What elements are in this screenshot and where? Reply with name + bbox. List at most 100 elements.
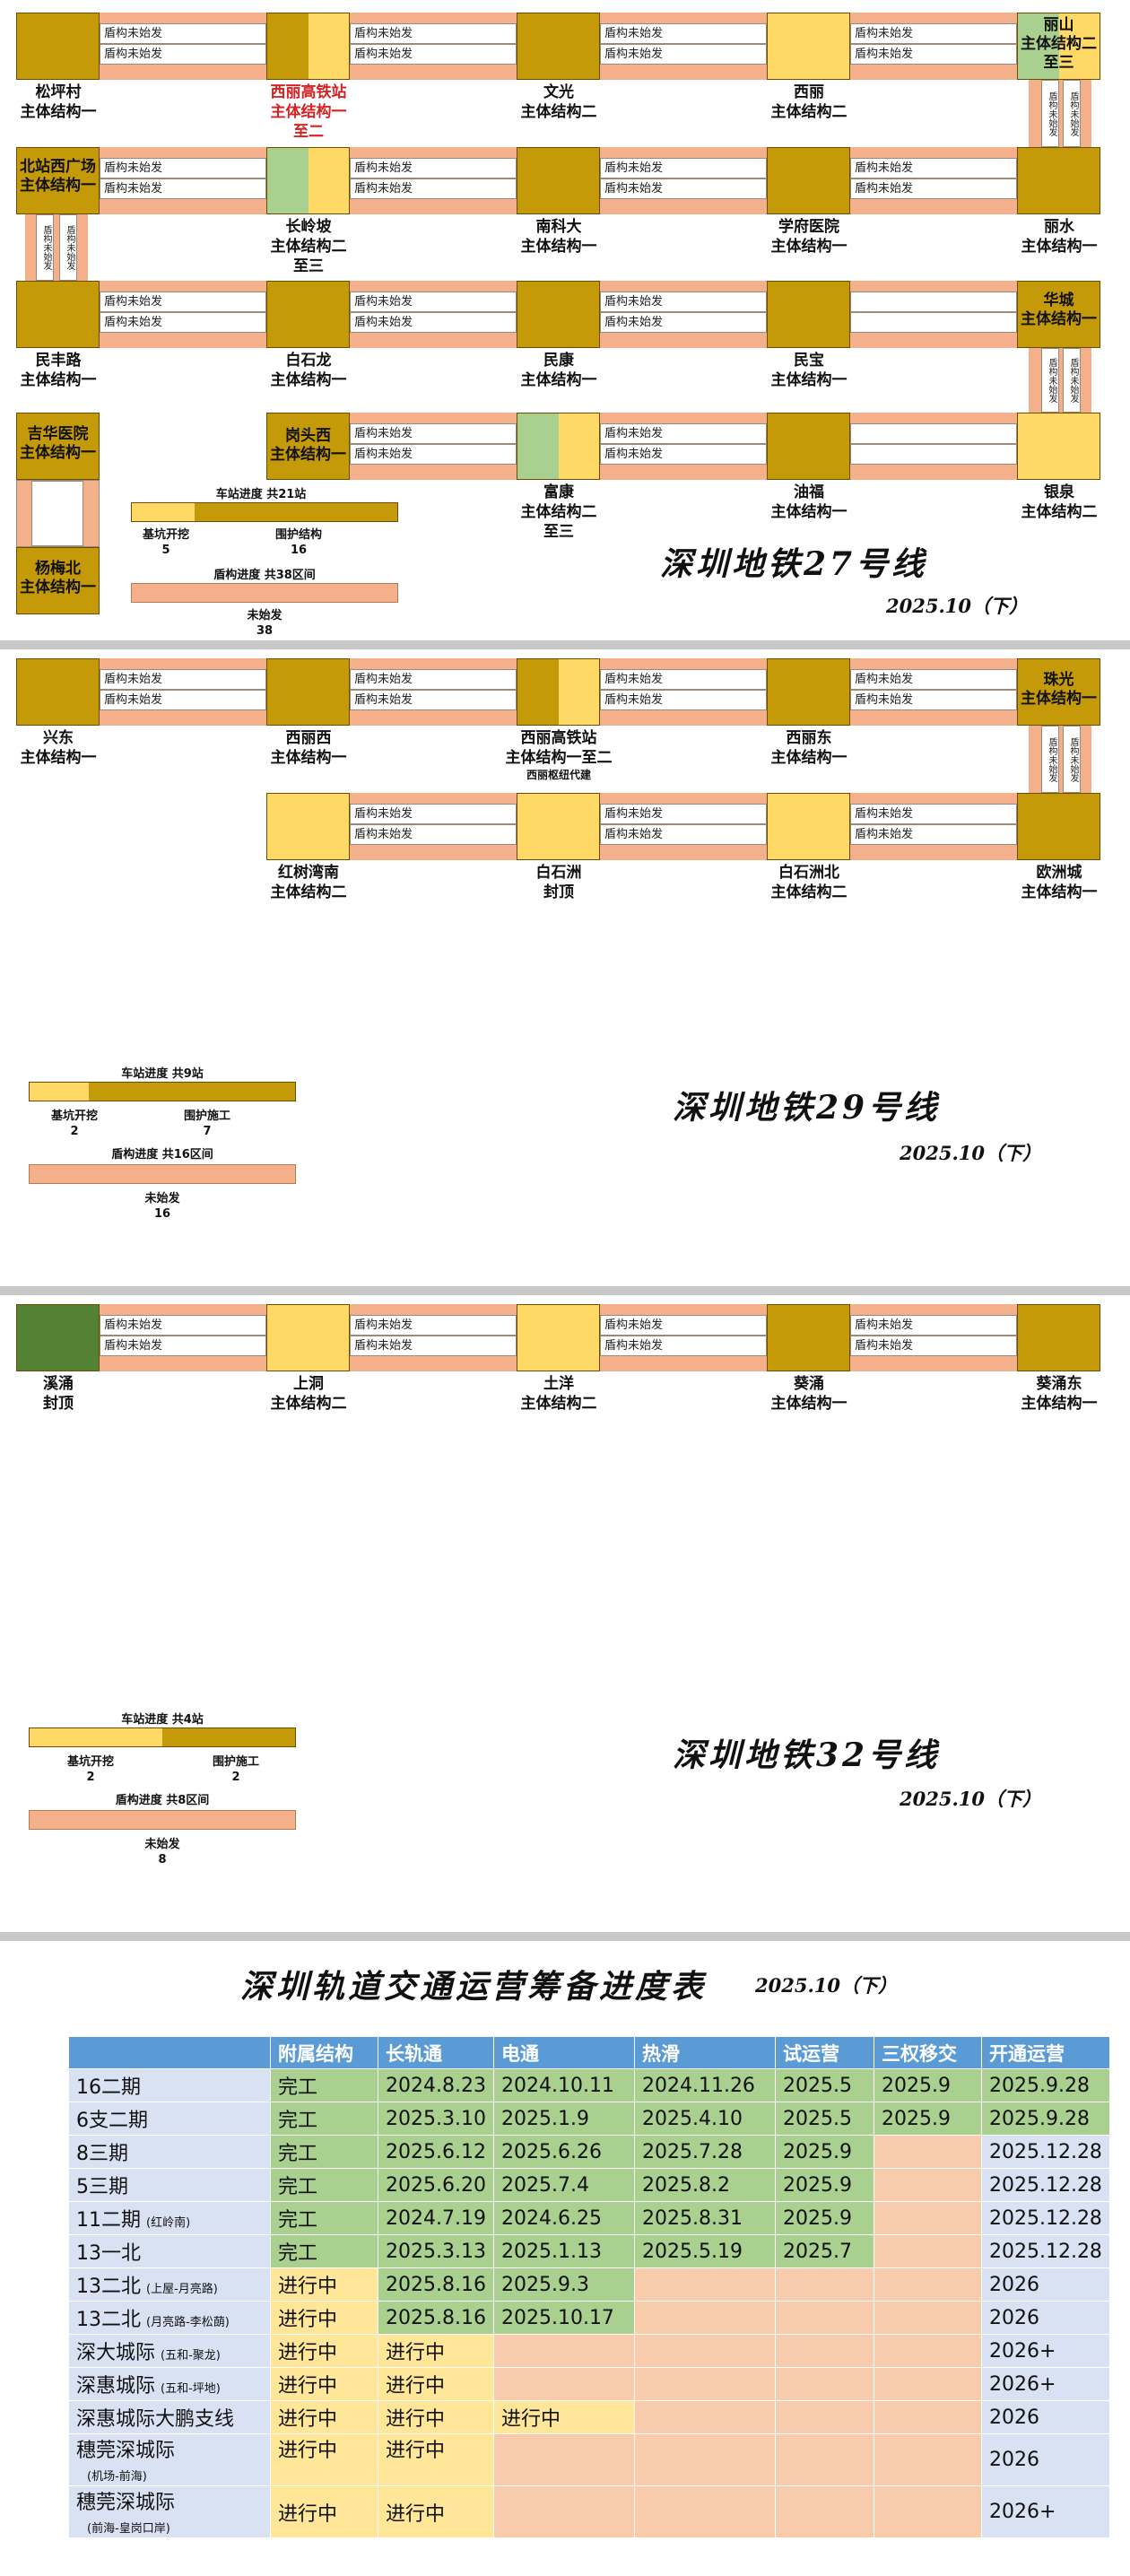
row-name-cell: 5三期 [68, 2168, 271, 2202]
station-box[interactable] [767, 13, 850, 80]
table-header: 试运营 [774, 2036, 874, 2069]
shield-section[interactable]: 盾构未始发盾构未始发 [350, 281, 517, 348]
shield-section[interactable]: 盾构未始发盾构未始发 [350, 658, 517, 726]
shield-section[interactable]: 盾构未始发盾构未始发 [600, 658, 767, 726]
station-box[interactable] [517, 793, 600, 860]
legend-station-bar [29, 1727, 296, 1747]
table-cell: 完工 [270, 2201, 378, 2235]
shield-section[interactable]: 盾构未始发盾构未始发 [100, 1304, 266, 1371]
shield-section-vertical[interactable]: 盾构未始发盾构未始发 [25, 214, 88, 281]
station-box[interactable] [1017, 1304, 1100, 1371]
line29-date: 2025.10（下） [900, 1142, 1041, 1164]
station-box[interactable] [266, 658, 350, 726]
station-box[interactable] [767, 281, 850, 348]
table-cell: 2025.6.12 [378, 2135, 494, 2169]
shield-section[interactable]: 盾构未始发盾构未始发 [350, 1304, 517, 1371]
shield-section-vertical[interactable]: 盾构未始发盾构未始发 [1029, 348, 1091, 413]
legend-shield-bar [29, 1164, 296, 1184]
shield-section-vertical[interactable]: 盾构未始发盾构未始发 [1029, 80, 1091, 147]
table-header: 三权移交 [873, 2036, 982, 2069]
station-box[interactable] [16, 13, 100, 80]
shield-section-vertical[interactable] [16, 480, 100, 547]
station-box[interactable] [16, 658, 100, 726]
station-box[interactable] [266, 793, 350, 860]
station-box[interactable] [517, 13, 600, 80]
station-box[interactable] [767, 793, 850, 860]
shield-section[interactable]: 盾构未始发盾构未始发 [100, 13, 266, 80]
line29-title: 深圳地铁29号线 [673, 1089, 941, 1127]
station-box[interactable] [16, 413, 100, 480]
table-cell: 2025.12.28 [980, 2135, 1110, 2169]
station-box[interactable] [517, 658, 600, 726]
table-cell: 2025.9.28 [980, 2068, 1110, 2102]
shield-section[interactable] [850, 281, 1017, 348]
station-box[interactable] [1017, 658, 1100, 726]
station-box[interactable] [16, 547, 100, 614]
shield-section[interactable]: 盾构未始发盾构未始发 [100, 281, 266, 348]
table-cell [492, 2334, 635, 2368]
shield-section[interactable]: 盾构未始发盾构未始发 [350, 147, 517, 214]
shield-section[interactable]: 盾构未始发盾构未始发 [600, 13, 767, 80]
station-box[interactable] [767, 413, 850, 480]
table-cell: 2025.10.17 [492, 2301, 635, 2335]
shield-section[interactable]: 盾构未始发盾构未始发 [850, 13, 1017, 80]
table-cell [774, 2334, 874, 2368]
table-header: 开通运营 [980, 2036, 1110, 2069]
station-box[interactable] [517, 147, 600, 214]
table-cell: 2025.9 [774, 2135, 874, 2169]
station-box[interactable] [1017, 793, 1100, 860]
station-box[interactable] [1017, 281, 1100, 348]
shield-section[interactable]: 盾构未始发盾构未始发 [350, 413, 517, 480]
station-label-inbox: 吉华医院主体结构一 [20, 425, 96, 462]
station-box[interactable] [517, 281, 600, 348]
station-box[interactable] [16, 281, 100, 348]
station-box[interactable] [767, 147, 850, 214]
station-box[interactable] [1017, 13, 1100, 80]
shield-section[interactable]: 盾构未始发盾构未始发 [100, 147, 266, 214]
shield-section[interactable]: 盾构未始发盾构未始发 [850, 658, 1017, 726]
legend-station-bar [29, 1082, 296, 1101]
row-name-cell: 13一北 [68, 2234, 271, 2268]
shield-section[interactable]: 盾构未始发盾构未始发 [600, 413, 767, 480]
table-cell [873, 2135, 982, 2169]
station-label: 红树湾南主体结构二 [270, 864, 347, 901]
station-box[interactable] [16, 147, 100, 214]
station-box[interactable] [517, 413, 600, 480]
station-box[interactable] [1017, 413, 1100, 480]
station-box[interactable] [517, 1304, 600, 1371]
shield-section[interactable]: 盾构未始发盾构未始发 [850, 793, 1017, 860]
table-cell [633, 2334, 776, 2368]
station-box[interactable] [767, 658, 850, 726]
station-box[interactable] [266, 147, 350, 214]
shield-section[interactable]: 盾构未始发盾构未始发 [600, 147, 767, 214]
shield-section[interactable]: 盾构未始发盾构未始发 [600, 281, 767, 348]
station-box[interactable] [266, 281, 350, 348]
table-header: 热滑 [633, 2036, 776, 2069]
shield-section[interactable]: 盾构未始发盾构未始发 [350, 13, 517, 80]
table-cell: 2025.8.2 [633, 2168, 776, 2202]
station-box[interactable] [767, 1304, 850, 1371]
shield-section[interactable]: 盾构未始发盾构未始发 [100, 658, 266, 726]
row-name-cell: 16二期 [68, 2068, 271, 2102]
shield-section-vertical[interactable]: 盾构未始发盾构未始发 [1029, 726, 1091, 793]
legend-shield-caption: 盾构进度 共38区间 [213, 569, 316, 582]
shield-section[interactable]: 盾构未始发盾构未始发 [600, 793, 767, 860]
station-box[interactable] [266, 13, 350, 80]
station-label: 南科大主体结构一 [520, 218, 597, 256]
table-cell [873, 2201, 982, 2235]
table-cell: 2025.12.28 [980, 2234, 1110, 2268]
station-label: 西丽东主体结构一 [770, 729, 848, 767]
station-box[interactable] [16, 1304, 100, 1371]
table-cell [633, 2267, 776, 2302]
shield-section[interactable]: 盾构未始发盾构未始发 [850, 1304, 1017, 1371]
shield-section[interactable]: 盾构未始发盾构未始发 [850, 147, 1017, 214]
station-box[interactable] [1017, 147, 1100, 214]
shield-section[interactable] [850, 413, 1017, 480]
legend-station-bar [131, 502, 398, 522]
shield-section[interactable]: 盾构未始发盾构未始发 [350, 793, 517, 860]
station-box[interactable] [266, 1304, 350, 1371]
shield-section[interactable]: 盾构未始发盾构未始发 [600, 1304, 767, 1371]
station-box[interactable] [266, 413, 350, 480]
